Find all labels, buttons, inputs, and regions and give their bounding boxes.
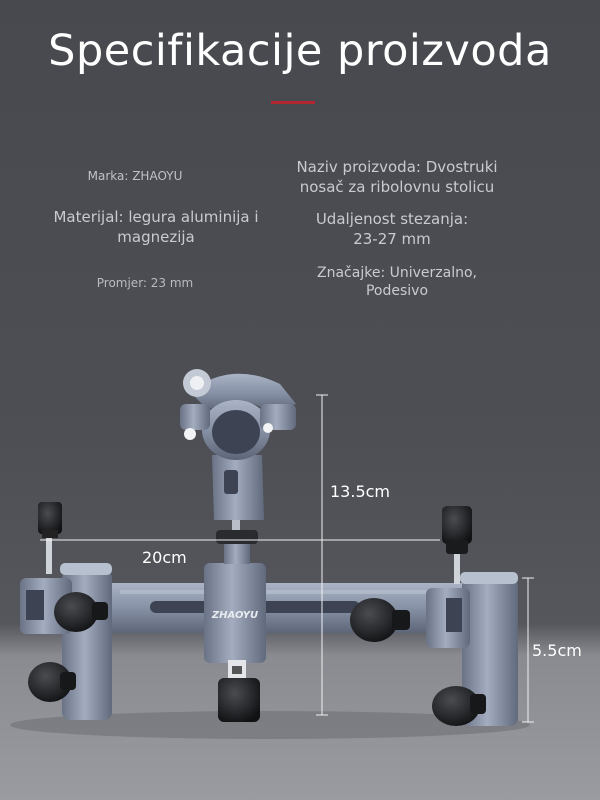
left-top-knob-icon xyxy=(38,502,62,574)
right-side-knob-icon xyxy=(350,598,410,642)
right-top-knob-icon xyxy=(442,506,472,584)
left-clamp xyxy=(20,563,112,720)
left-side-knob-icon xyxy=(54,592,108,632)
product-image: ZHAOYU xyxy=(10,369,534,739)
page-title: Specifikacije proizvoda xyxy=(48,26,552,76)
top-rod-clamp xyxy=(180,369,296,520)
spec-features: Značajke: Univerzalno, Podesivo xyxy=(317,265,477,300)
center-block: ZHAOYU xyxy=(204,563,266,680)
dimension-lines xyxy=(40,394,534,723)
dimension-depth-label: 5.5cm xyxy=(532,641,582,660)
dimension-width-label: 20cm xyxy=(142,548,187,567)
spec-product-name: Naziv proizvoda: Dvostruki nosač za ribo… xyxy=(296,158,498,196)
dimension-height-label: 13.5cm xyxy=(330,482,391,501)
accent-divider xyxy=(271,101,315,104)
floor-shadow xyxy=(10,711,530,739)
product-logo: ZHAOYU xyxy=(211,610,258,621)
main-bar xyxy=(60,583,480,633)
right-clamp xyxy=(426,572,518,726)
bottom-center-knob-icon xyxy=(218,678,260,722)
spec-brand: Marka: ZHAOYU xyxy=(87,169,183,183)
left-bottom-knob-icon xyxy=(28,662,76,702)
right-bottom-knob-icon xyxy=(432,686,486,726)
spec-diameter: Promjer: 23 mm xyxy=(96,276,194,290)
spec-material: Materijal: legura aluminija i magnezija xyxy=(53,208,259,246)
spec-clamp-distance: Udaljenost stezanja: 23-27 mm xyxy=(315,210,469,248)
